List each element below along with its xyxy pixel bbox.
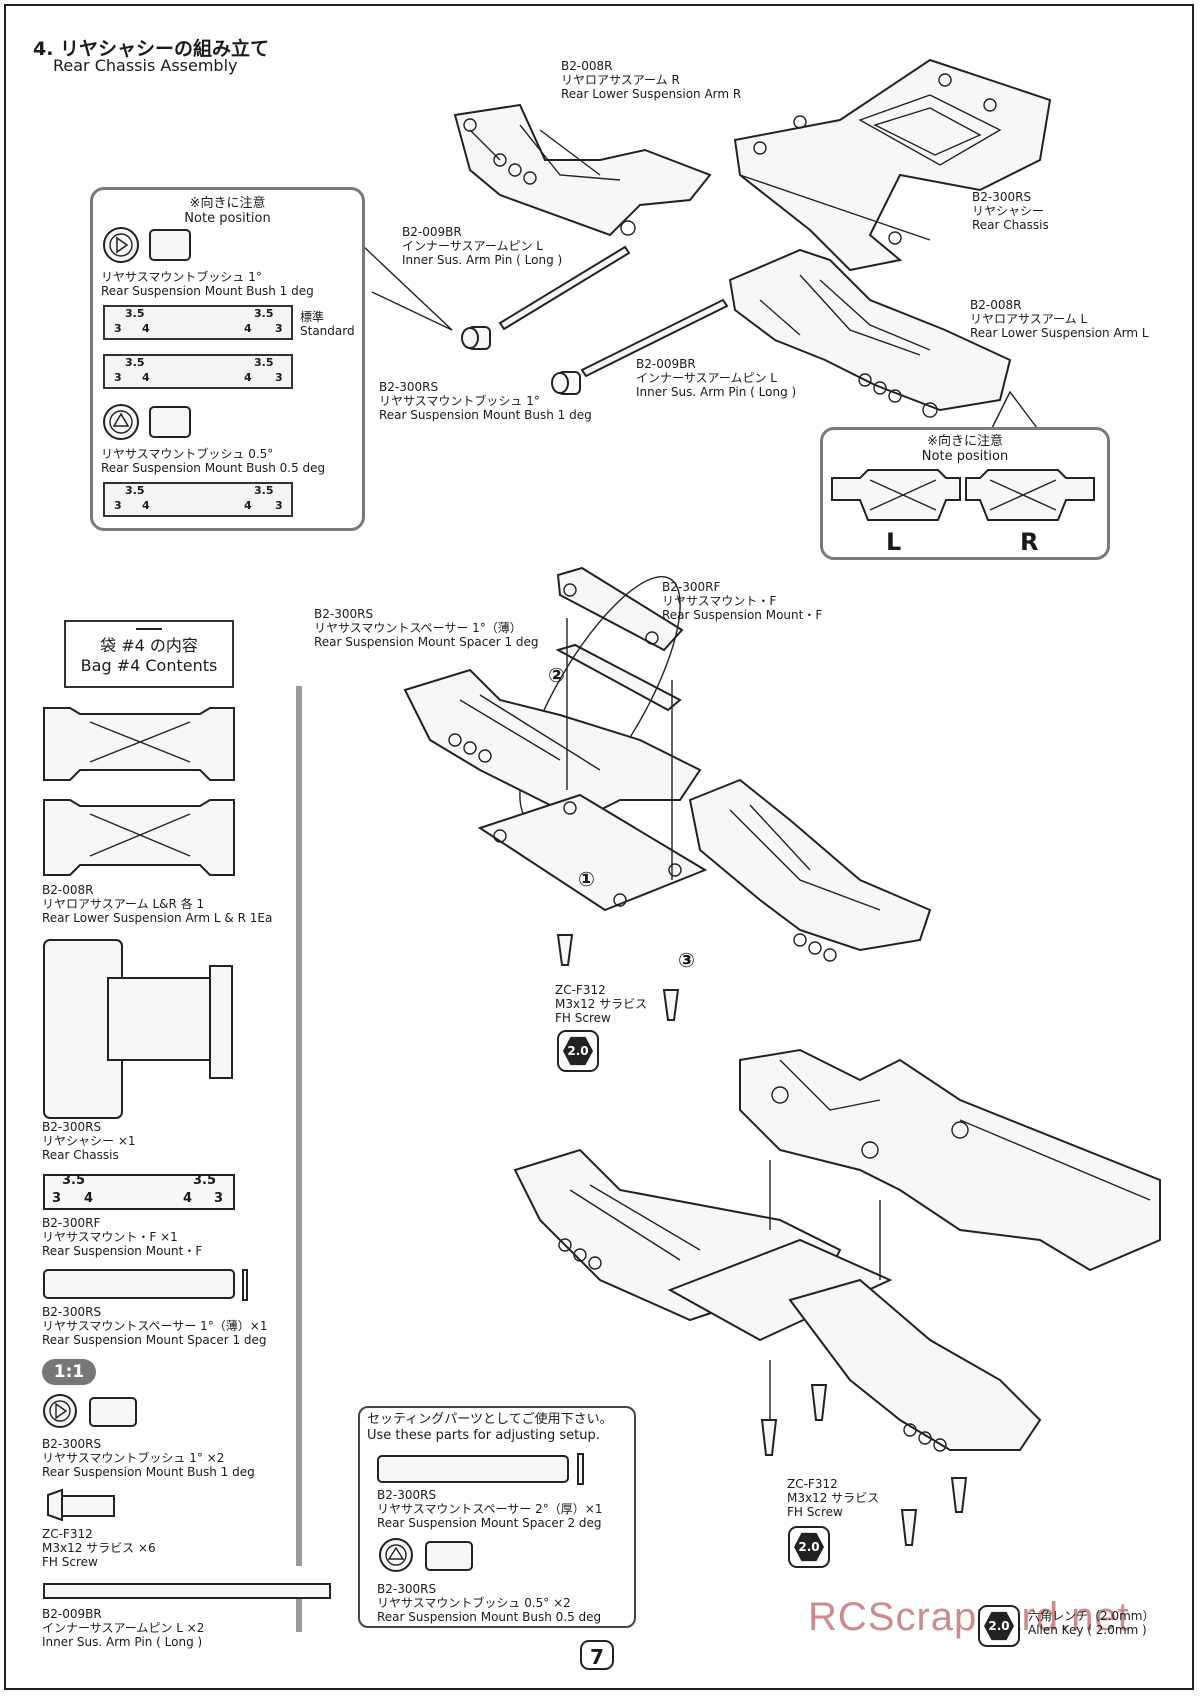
mark-3-d: 3 — [275, 371, 283, 384]
section-title-en: Rear Chassis Assembly — [53, 56, 238, 75]
mount-f-standard — [103, 305, 293, 340]
page-frame — [4, 4, 1194, 1690]
mount-f-alt — [103, 354, 293, 389]
column-divider-lower — [296, 1592, 302, 1632]
bag-contents-box: 袋 #4 の内容 Bag #4 Contents — [64, 620, 234, 688]
hex-tool-badge-low: 2.0 — [788, 1526, 830, 1568]
note-left-head-ja: ※向きに注意 — [189, 196, 266, 211]
page-number: 7 — [580, 1640, 614, 1670]
bag-mark-4-a: 4 — [84, 1191, 94, 1206]
mark-4-b: 4 — [244, 322, 252, 335]
mark-35-d: 3.5 — [254, 356, 274, 369]
mark-3-f: 3 — [275, 499, 283, 512]
mark-35-c: 3.5 — [125, 356, 145, 369]
setting-parts-box: セッティングパーツとしてご使用下さい。Use these parts for a… — [358, 1406, 636, 1628]
mark-4-a: 4 — [142, 322, 150, 335]
note-right-head-ja: ※向きに注意 — [927, 434, 1003, 449]
letter-r: R — [1020, 528, 1039, 556]
bag-mark-4-b: 4 — [183, 1191, 193, 1206]
step-one: ① — [578, 867, 595, 891]
mark-35-a: 3.5 — [125, 307, 145, 320]
mark-35-f: 3.5 — [254, 484, 274, 497]
bag-mark-35-b: 3.5 — [193, 1173, 217, 1188]
setting-head: セッティングパーツとしてご使用下さい。Use these parts for a… — [367, 1412, 613, 1443]
mark-4-c: 4 — [142, 371, 150, 384]
bag-mark-3-a: 3 — [52, 1191, 62, 1206]
note-right-head-en: Note position — [921, 449, 1009, 464]
mark-3-b: 3 — [275, 322, 283, 335]
mark-4-d: 4 — [244, 371, 252, 384]
section-title-ja: 4. リヤシャシーの組み立て — [33, 38, 270, 60]
column-divider — [296, 686, 302, 1566]
letter-l: L — [886, 528, 902, 556]
step-two: ② — [548, 663, 565, 687]
scale-badge: 1:1 — [42, 1359, 96, 1385]
mark-35-e: 3.5 — [125, 484, 145, 497]
mark-3-a: 3 — [114, 322, 122, 335]
mark-3-e: 3 — [114, 499, 122, 512]
mount-f-05 — [103, 482, 293, 517]
mark-4-e: 4 — [142, 499, 150, 512]
bag-mark-35-a: 3.5 — [62, 1173, 86, 1188]
bag-title-en: Bag #4 Contents — [80, 656, 218, 675]
note-left-bush05-label: リヤサスマウントブッシュ 0.5°Rear Suspension Mount B… — [101, 447, 326, 475]
watermark: RCScrapyard.net — [808, 1595, 1130, 1639]
bag-mark-3-b: 3 — [214, 1191, 224, 1206]
hex-tool-badge-legend: 2.0 — [978, 1605, 1020, 1647]
step-three: ③ — [678, 948, 695, 972]
bag-title-ja: 袋 #4 の内容 — [100, 636, 198, 655]
mark-4-f: 4 — [244, 499, 252, 512]
mark-3-c: 3 — [114, 371, 122, 384]
note-left-bush1-label: リヤサスマウントブッシュ 1°Rear Suspension Mount Bus… — [101, 270, 314, 298]
hex-tool-badge-mid: 2.0 — [557, 1030, 599, 1072]
mark-35-b: 3.5 — [254, 307, 274, 320]
tool-legend: 六角レンチ（2.0mm）Allen Key ( 2.0mm ) — [1028, 1609, 1155, 1637]
note-box-right: ※向きに注意 Note position — [820, 427, 1110, 560]
note-left-head-en: Note position — [184, 211, 271, 226]
